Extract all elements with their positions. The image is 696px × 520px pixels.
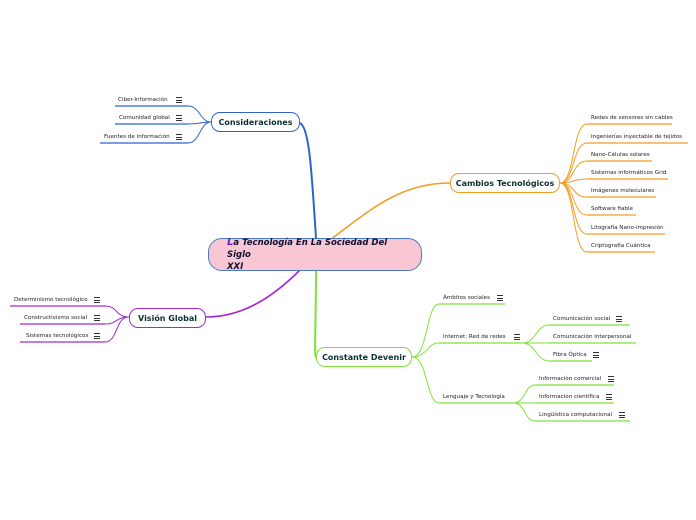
note-icon[interactable]	[176, 97, 182, 103]
branch-connector-vision	[205, 269, 301, 318]
note-icon[interactable]	[514, 334, 520, 340]
note-icon[interactable]	[176, 134, 182, 140]
leaf-ciber-informacion[interactable]: Ciber-Información	[118, 97, 168, 103]
connector-linguistica-computacional	[512, 402, 536, 422]
leaf-fuentes-de-informacion[interactable]: Fuentes de información	[104, 134, 170, 140]
sub-internet-red-de-redes[interactable]: Internet: Red de redes	[443, 334, 506, 340]
leaf-imagenes-moleculares[interactable]: Imágenes moleculares	[591, 188, 655, 194]
branch-devenir-label: Constante Devenir	[322, 352, 406, 362]
central-topic-line1: La Tecnología En La Sociedad Del Siglo	[227, 236, 388, 260]
leaf-redes-de-sensores-sin-cables[interactable]: Redes de sensores sin cables	[591, 115, 673, 121]
note-icon[interactable]	[619, 412, 625, 418]
connector-fuentes-de-informacion	[187, 121, 212, 144]
leaf-comunidad-global[interactable]: Comunidad global	[119, 115, 170, 121]
note-icon[interactable]	[94, 333, 100, 339]
branch-devenir[interactable]: Constante Devenir	[316, 347, 412, 367]
connector-ciber-informacion	[187, 105, 212, 123]
connector-redes-de-sensores-sin-cables	[559, 123, 588, 184]
branch-connector-devenir	[314, 270, 317, 358]
branch-connector-cambios	[329, 182, 451, 241]
connector-determinismo-tecnologico	[104, 305, 130, 318]
central-topic-line2: XXI	[227, 261, 244, 272]
note-icon[interactable]	[608, 376, 614, 382]
connector-nano-celulas-solares	[559, 160, 588, 184]
sub-ambitos-sociales[interactable]: Ámbitos sociales	[443, 295, 490, 301]
connector-sistemas-tecnologicos	[104, 316, 130, 343]
branch-connector-consideraciones	[299, 122, 317, 239]
leaf-fibra-optica[interactable]: Fibra Óptica	[553, 352, 587, 358]
branch-vision-label: Visión Global	[138, 313, 197, 323]
leaf-sistemas-informaticos-grid[interactable]: Sistemas informáticos Grid	[591, 170, 667, 176]
branch-cambios-label: Cambios Tecnológicos	[455, 178, 555, 188]
note-icon[interactable]	[616, 316, 622, 322]
branch-consideraciones-label: Consideraciones	[218, 117, 293, 127]
connector-ambitos-sociales	[411, 303, 440, 358]
note-icon[interactable]	[94, 315, 100, 321]
connector-ingenierias-inyectable-de-tejidos	[559, 142, 588, 184]
branch-cambios[interactable]: Cambios Tecnológicos	[450, 173, 560, 193]
leaf-nano-celulas-solares[interactable]: Nano-Células solares	[591, 152, 650, 158]
leaf-software-fiable[interactable]: Software fiable	[591, 206, 633, 212]
note-icon[interactable]	[593, 352, 599, 358]
connector-fibra-optica	[521, 342, 550, 362]
leaf-litografia-nano-impresion[interactable]: Litografía Nano-impresión	[591, 225, 664, 231]
connector-criptografia-cuantica	[559, 182, 588, 253]
central-topic[interactable]: La Tecnología En La Sociedad Del Siglo X…	[208, 236, 422, 272]
leaf-criptografia-cuantica[interactable]: Criptografía Cuántica	[591, 243, 651, 249]
branch-vision[interactable]: Visión Global	[129, 308, 206, 328]
connector-lenguaje-y-tecnologia	[411, 356, 440, 404]
leaf-informacion-comercial[interactable]: Información comercial	[539, 376, 602, 382]
leaf-ingenierias-inyectable-de-tejidos[interactable]: Ingenierías inyectable de tejidos	[591, 134, 682, 140]
connector-internet-red-de-redes	[411, 342, 440, 358]
note-icon[interactable]	[176, 115, 182, 121]
leaf-sistemas-tecnologicos[interactable]: Sistemas tecnológicos	[26, 333, 89, 339]
leaf-comunicacion-social[interactable]: Comunicación social	[553, 316, 611, 322]
sub-lenguaje-y-tecnologia[interactable]: Lenguaje y Tecnología	[443, 394, 505, 400]
connector-informacion-comercial	[512, 384, 536, 404]
leaf-informacion-cientifica[interactable]: Información científica	[539, 394, 600, 400]
branch-consideraciones[interactable]: Consideraciones	[211, 112, 300, 132]
leaf-constructivismo-social[interactable]: Constructivismo social	[24, 315, 88, 321]
leaf-determinismo-tecnologico[interactable]: Determinismo tecnológico	[14, 297, 88, 303]
connector-comunicacion-social	[521, 324, 550, 344]
leaf-comunicacion-interpersonal[interactable]: Comunicación interpersonal	[553, 334, 632, 340]
note-icon[interactable]	[94, 297, 100, 303]
note-icon[interactable]	[497, 295, 503, 301]
leaf-linguistica-computacional[interactable]: Lingüística computacional	[539, 412, 613, 418]
note-icon[interactable]	[606, 394, 612, 400]
